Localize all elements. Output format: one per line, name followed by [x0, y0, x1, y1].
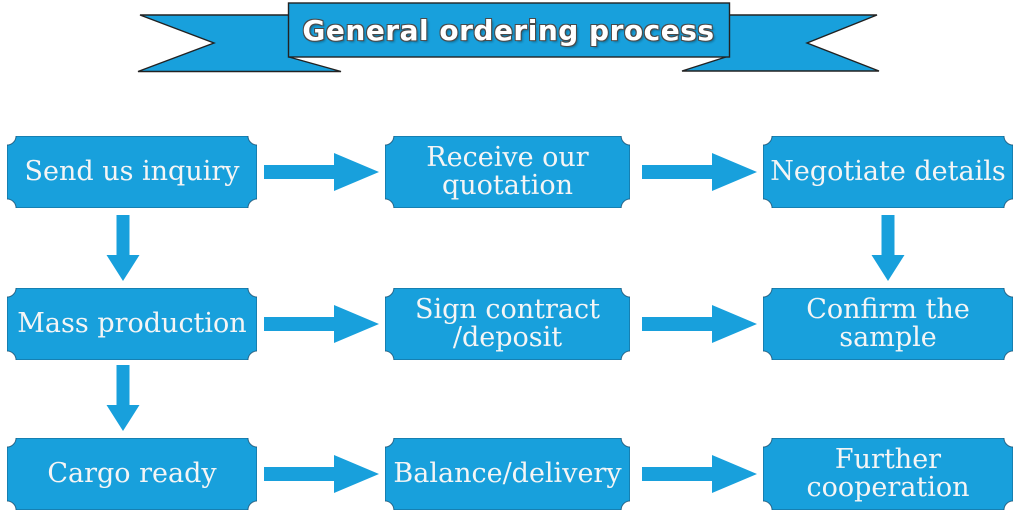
node-label: Mass production — [17, 307, 247, 339]
right-arrow-icon — [642, 152, 757, 192]
plaque-shape — [385, 136, 630, 208]
right-arrow-icon — [264, 304, 379, 344]
ribbon-banner — [137, 2, 880, 73]
node-further-cooperation: Further cooperation — [763, 438, 1013, 510]
page-title: General ordering process — [302, 13, 715, 47]
node-label: Sign contract /deposit — [415, 293, 600, 353]
node-label: Confirm the sample — [806, 293, 970, 353]
node-receive-our-quotation: Receive our quotation — [385, 136, 630, 208]
ribbon-center-panel — [287, 2, 731, 58]
plaque-shape — [385, 438, 630, 510]
node-label: Balance/delivery — [393, 457, 622, 489]
node-label: Further cooperation — [806, 443, 970, 503]
right-arrow-icon — [264, 454, 379, 494]
node-label: Negotiate details — [770, 155, 1006, 187]
plaque-shape — [7, 136, 257, 208]
plaque-shape — [7, 288, 257, 360]
right-arrow-icon — [264, 152, 379, 192]
node-label: Receive our quotation — [426, 141, 589, 201]
plaque-shape — [763, 136, 1013, 208]
down-arrow-icon — [106, 365, 140, 431]
plaque-shape — [385, 288, 630, 360]
down-arrow-icon — [871, 215, 905, 281]
down-arrow-icon — [106, 215, 140, 281]
node-cargo-ready: Cargo ready — [7, 438, 257, 510]
right-arrow-icon — [642, 304, 757, 344]
node-confirm-the-sample: Confirm the sample — [763, 288, 1013, 360]
node-mass-production: Mass production — [7, 288, 257, 360]
plaque-shape — [7, 438, 257, 510]
node-balance-delivery: Balance/delivery — [385, 438, 630, 510]
right-arrow-icon — [642, 454, 757, 494]
plaque-shape — [763, 288, 1013, 360]
plaque-shape — [763, 438, 1013, 510]
node-negotiate-details: Negotiate details — [763, 136, 1013, 208]
node-label: Cargo ready — [47, 457, 217, 489]
node-sign-contract-deposit: Sign contract /deposit — [385, 288, 630, 360]
node-send-us-inquiry: Send us inquiry — [7, 136, 257, 208]
node-label: Send us inquiry — [24, 155, 240, 187]
